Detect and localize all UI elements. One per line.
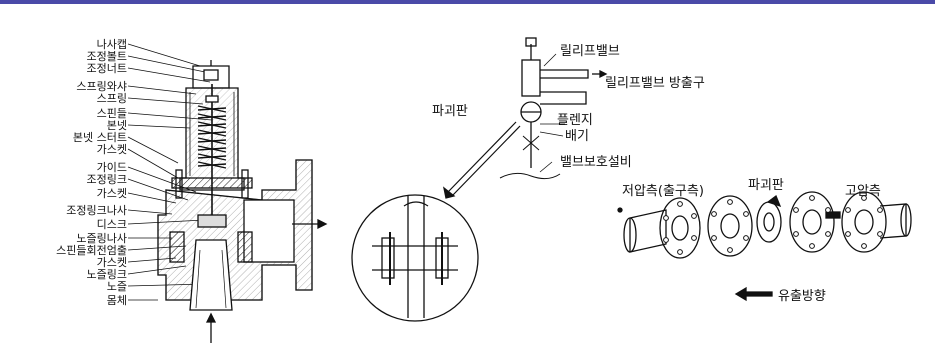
label-bonnet-stud: 본넷 스터트 — [72, 131, 127, 144]
flange-exploded-view — [617, 191, 912, 302]
label-spindle-rotation: 스핀들회전엄출 — [56, 244, 127, 257]
label-nozzle: 노즐 — [106, 280, 127, 293]
label-nozzle-link: 노즐링크 — [86, 268, 127, 281]
label-adjust-link-screw: 조정링크나사 — [66, 204, 127, 217]
label-adjust-link: 조정링크 — [86, 173, 127, 186]
label-gasket-1: 가스켓 — [96, 143, 127, 156]
label-disc: 디스크 — [96, 218, 127, 231]
label-relief-outlet: 릴리프밸브 방출구 — [605, 76, 705, 91]
safety-valve-section — [127, 43, 328, 343]
label-body: 몸체 — [106, 294, 127, 307]
label-flange: 플렌지 — [557, 113, 593, 128]
label-spring: 스프링 — [96, 92, 127, 105]
label-guide: 가이드 — [96, 161, 127, 174]
label-low-pressure-side: 저압측(출구측) — [622, 184, 704, 199]
label-gasket-2: 가스켓 — [96, 187, 127, 200]
top-accent-bar — [0, 0, 935, 4]
relief-valve-assembly — [443, 37, 608, 199]
label-flow-direction: 유출방향 — [778, 289, 826, 304]
rupture-disc-detail — [351, 194, 479, 322]
label-nut-cap: 나사캡 — [96, 38, 127, 51]
label-nozzle-ring-screw: 노즐링나사 — [76, 232, 127, 245]
label-rupture-disc-middle: 파괴판 — [432, 104, 468, 119]
label-rupture-disc-right: 파괴판 — [748, 178, 784, 193]
label-relief-valve: 릴리프밸브 — [560, 44, 620, 59]
label-bonnet: 본넷 — [106, 119, 127, 132]
label-spindle: 스핀들 — [96, 107, 127, 120]
label-gasket-3: 가스켓 — [96, 256, 127, 269]
label-adjust-bolt: 조정볼트 — [86, 50, 127, 63]
label-valve-protection: 밸브보호설비 — [560, 155, 632, 170]
label-vent: 배기 — [565, 129, 589, 144]
label-spring-washer: 스프링와샤 — [76, 80, 127, 93]
label-adjust-nut: 조정너트 — [86, 62, 127, 75]
